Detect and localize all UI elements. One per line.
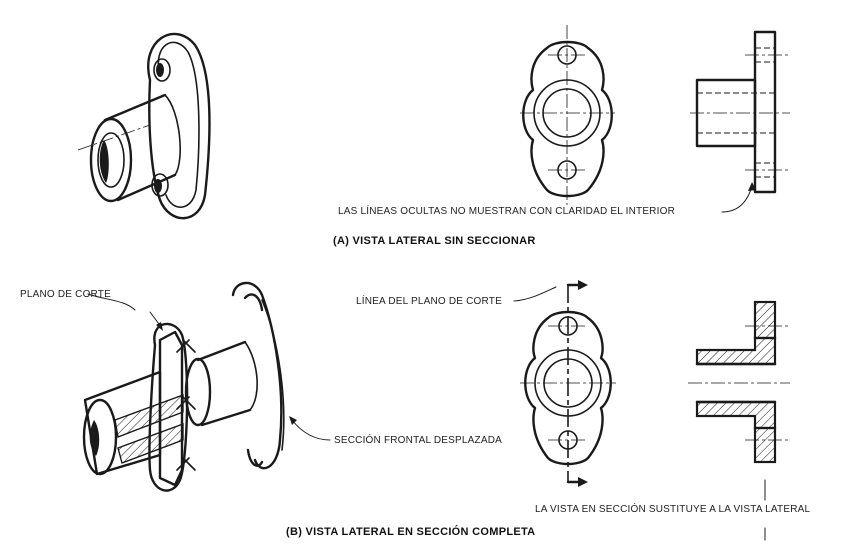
section-view-b [688, 300, 790, 541]
note-a: LAS LÍNEAS OCULTAS NO MUESTRAN CON CLARI… [338, 182, 756, 217]
caption-b: (B) VISTA LATERAL EN SECCIÓN COMPLETA [286, 525, 535, 538]
cutting-plane-line-leader [513, 286, 557, 302]
hidden-lines-note: LAS LÍNEAS OCULTAS NO MUESTRAN CON CLARI… [338, 204, 675, 217]
section-replaces-note: LA VISTA EN SECCIÓN SUSTITUYE A LA VISTA… [535, 502, 810, 515]
cutting-plane-leader [87, 293, 136, 311]
removed-section-leader [291, 419, 331, 441]
cutting-plane-label: PLANO DE CORTE [20, 289, 111, 300]
removed-section-label: SECCIÓN FRONTAL DESPLAZADA [334, 433, 502, 446]
cutting-plane-line-label: LÍNEA DEL PLANO DE CORTE [356, 294, 502, 307]
side-view-a [690, 30, 790, 194]
caption-a: (A) VISTA LATERAL SIN SECCIONAR [333, 235, 536, 247]
pictorial-view-a [77, 32, 211, 220]
removed-section-arrowhead [289, 416, 297, 425]
pictorial-view-b [82, 281, 285, 492]
front-view-b [520, 280, 616, 487]
front-view-a [520, 25, 615, 205]
